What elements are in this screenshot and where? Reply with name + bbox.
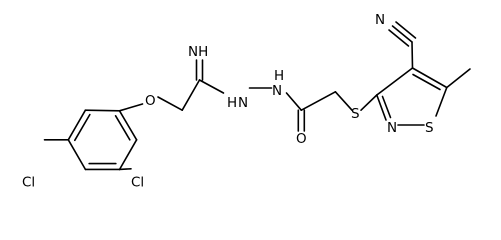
- bond-ch2-s: [334, 91, 353, 111]
- bond-ch2-c: [181, 79, 201, 111]
- bond: [118, 110, 138, 141]
- bond-c-o: [118, 103, 144, 112]
- atom-ether-o: O: [145, 93, 156, 109]
- bond-cn-triple-b: [395, 21, 417, 39]
- bond: [118, 139, 138, 171]
- atom-nitrile-n: N: [375, 12, 385, 28]
- bond-double-inner: [74, 113, 91, 142]
- bond: [67, 139, 87, 171]
- atom-hydrazine-h-left: H: [227, 95, 237, 111]
- atom-ring-n: N: [387, 120, 397, 136]
- atom-hydrazine-h-right: H: [274, 68, 284, 84]
- dichlorophenyl-ring: [67, 109, 138, 171]
- bond-c4-cn: [411, 41, 414, 69]
- atom-thioether-s: S: [351, 106, 360, 122]
- bond-c-nh: [198, 79, 225, 94]
- bond-cn-triple-a: [391, 25, 413, 43]
- atom-cl-para: Cl: [22, 175, 35, 191]
- bond-o-ch2: [157, 96, 183, 111]
- bond-co-ch2: [300, 91, 337, 111]
- bond-double-inner: [114, 115, 131, 141]
- atom-carbonyl-o: O: [296, 131, 307, 147]
- bond-c5-methyl: [445, 68, 471, 89]
- structure-canvas: Cl Cl O NH H N N H O S N S N: [22, 12, 471, 191]
- atom-ring-s: S: [425, 120, 434, 136]
- bond-c5-c4-double: [412, 73, 441, 91]
- bond-c3-n: [375, 94, 387, 121]
- isothiazole-ring: [375, 67, 448, 126]
- molecule-structure: Cl Cl O NH H N N H O S N S N: [22, 12, 471, 191]
- atom-imine-nh: NH: [188, 44, 208, 60]
- bond-c-cl-ortho: [118, 168, 132, 171]
- atom-hydrazine-n-right: N: [272, 83, 282, 99]
- bond-cn-triple-c: [388, 29, 410, 47]
- bond-nh-co: [285, 92, 303, 111]
- atom-cl-ortho: Cl: [131, 175, 144, 191]
- bond-c5-c4: [411, 67, 448, 89]
- bond-c4-c3: [375, 67, 414, 96]
- bond: [67, 109, 87, 141]
- bond-c3-n-double: [381, 95, 392, 119]
- atom-hydrazine-n-left: N: [238, 95, 248, 111]
- bond: [84, 109, 121, 112]
- bond-s-ring: [360, 94, 378, 111]
- bond-s-c5: [435, 86, 448, 117]
